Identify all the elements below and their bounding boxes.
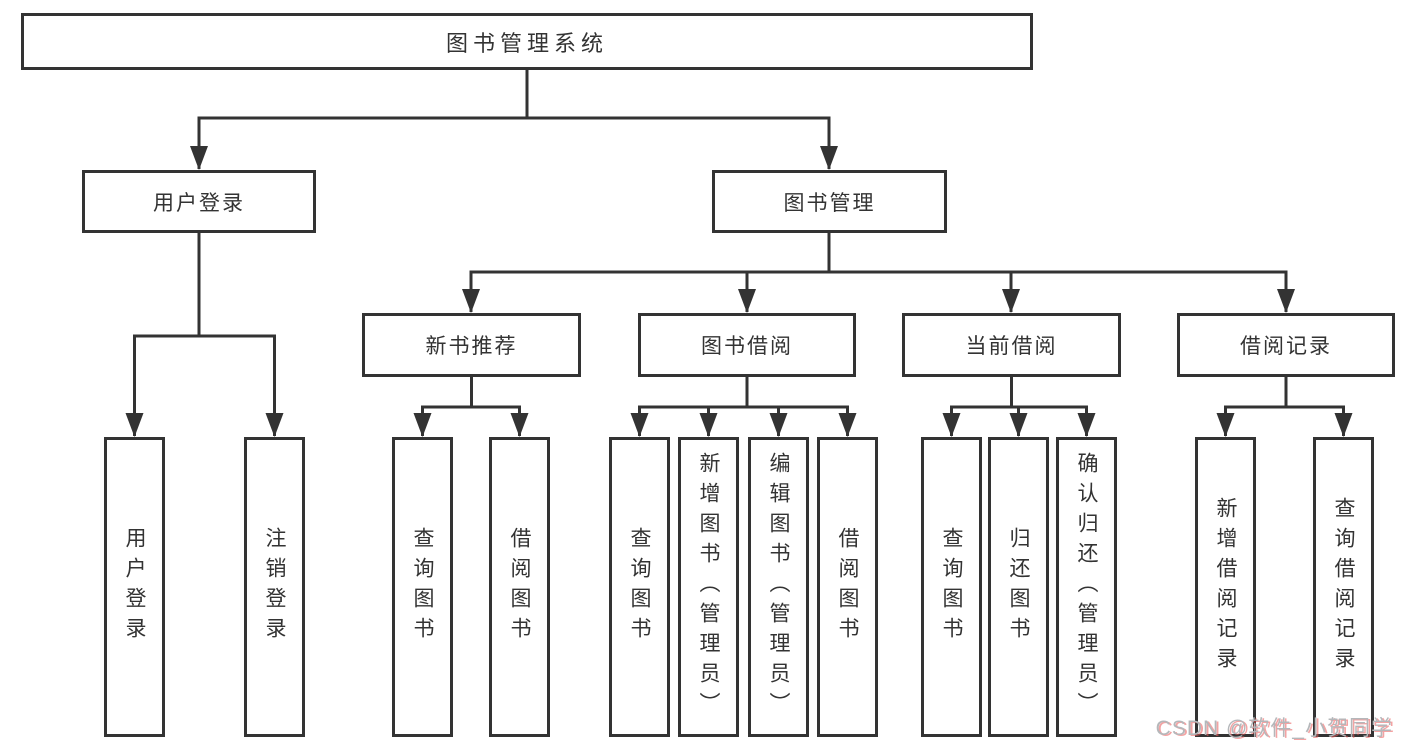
node-label: 注销登录 [263, 527, 287, 647]
node-label: 图书管理系统 [445, 30, 608, 56]
node-label: 当前借阅 [965, 335, 1058, 358]
node-label: 借阅记录 [1240, 335, 1332, 358]
node-leaf-user-login: 用户登录 [104, 437, 165, 737]
node-current-borrowing: 当前借阅 [902, 313, 1121, 377]
node-label: 归还图书 [1007, 527, 1031, 647]
node-book-management: 图书管理 [712, 170, 947, 233]
node-leaf-edit-book-admin: 编辑图书（管理员） [748, 437, 809, 737]
node-label: 借阅图书 [508, 527, 532, 647]
node-new-book-recommend: 新书推荐 [362, 313, 581, 377]
node-label: 查询图书 [411, 527, 435, 647]
node-leaf-borrow-books: 借阅图书 [817, 437, 878, 737]
node-label: 用户登录 [123, 527, 147, 647]
node-leaf-query-borrow-record: 查询借阅记录 [1313, 437, 1374, 737]
node-user-login: 用户登录 [82, 170, 316, 233]
node-leaf-confirm-return-admin: 确认归还（管理员） [1056, 437, 1117, 737]
node-leaf-query-books-borrowing: 查询图书 [609, 437, 670, 737]
node-label: 查询图书 [940, 527, 964, 647]
node-label: 查询借阅记录 [1332, 497, 1356, 677]
node-label: 新增图书（管理员） [697, 452, 721, 722]
node-leaf-query-books-recommend: 查询图书 [392, 437, 453, 737]
node-library-management-system: 图书管理系统 [21, 13, 1033, 70]
csdn-watermark: CSDN @软件_小贺同学 [1155, 717, 1393, 740]
node-label: 图书借阅 [701, 335, 793, 358]
node-label: 图书管理 [783, 191, 876, 215]
node-label: 确认归还（管理员） [1075, 452, 1099, 722]
node-label: 查询图书 [628, 527, 652, 647]
node-leaf-borrow-books-recommend: 借阅图书 [489, 437, 550, 737]
node-book-borrowing: 图书借阅 [638, 313, 856, 377]
node-leaf-return-book: 归还图书 [988, 437, 1049, 737]
node-label: 编辑图书（管理员） [767, 452, 791, 722]
node-leaf-logout: 注销登录 [244, 437, 305, 737]
node-label: 用户登录 [153, 191, 245, 215]
node-borrowing-records: 借阅记录 [1177, 313, 1395, 377]
node-leaf-query-books-current: 查询图书 [921, 437, 982, 737]
node-label: 新书推荐 [425, 335, 518, 358]
node-leaf-add-book-admin: 新增图书（管理员） [678, 437, 739, 737]
node-label: 新增借阅记录 [1214, 497, 1238, 677]
node-leaf-add-borrow-record: 新增借阅记录 [1195, 437, 1256, 737]
node-label: 借阅图书 [836, 527, 860, 647]
